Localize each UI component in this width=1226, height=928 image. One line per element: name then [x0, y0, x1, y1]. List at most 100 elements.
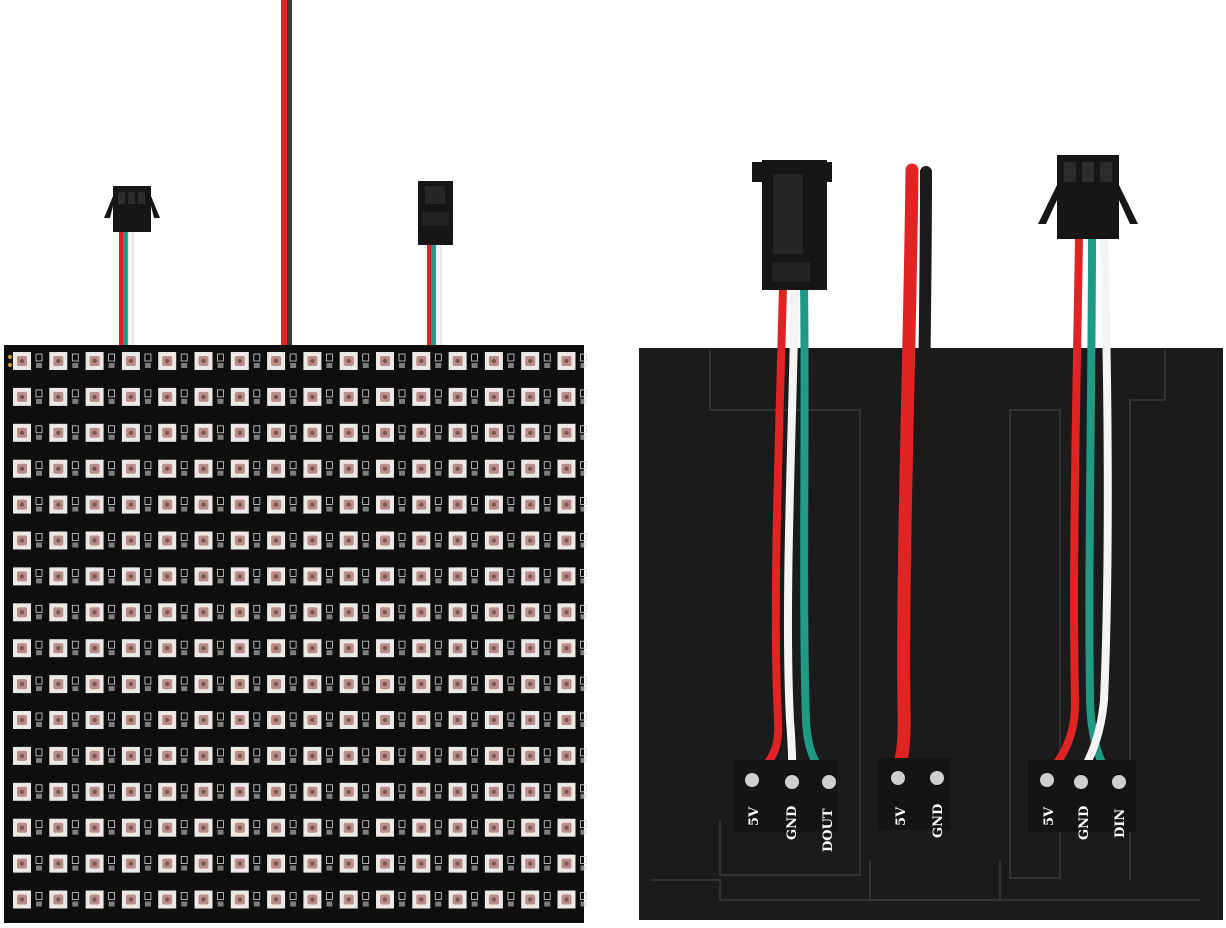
led-grid	[13, 352, 587, 909]
right-output-connector	[752, 160, 832, 290]
led-pixel	[158, 531, 188, 550]
led-pixel	[412, 818, 442, 837]
led-pixel	[85, 782, 115, 801]
led-pixel	[121, 818, 152, 837]
led-pixel	[339, 387, 370, 406]
led-pixel	[121, 603, 152, 622]
led-pixel	[448, 854, 479, 873]
led-pixel	[13, 531, 43, 550]
led-pixel	[448, 603, 479, 622]
led-pixel	[376, 711, 406, 729]
led-pixel	[339, 818, 370, 837]
board-outline	[709, 350, 861, 876]
led-pixel	[303, 567, 333, 586]
led-pixel	[557, 459, 587, 478]
led-pixel	[158, 782, 188, 801]
led-pixel	[158, 459, 188, 478]
led-pixel	[412, 387, 442, 406]
led-pixel	[85, 854, 115, 873]
led-pixel	[85, 567, 115, 586]
led-pixel	[194, 854, 224, 873]
label-din: DIN	[1113, 809, 1128, 838]
led-pixel	[521, 387, 551, 406]
led-pixel	[267, 639, 297, 658]
left-input-connector	[104, 186, 160, 232]
left-output-wire-red	[427, 240, 431, 346]
led-pixel	[267, 387, 297, 406]
label-5v-power: 5V	[894, 806, 909, 826]
led-pixel	[13, 782, 43, 801]
led-pixel	[230, 639, 261, 658]
dout-lead-wire-white	[783, 281, 799, 784]
led-pixel	[484, 675, 515, 694]
led-pixel	[158, 423, 188, 442]
led-pixel	[412, 459, 442, 478]
led-pixel	[339, 423, 370, 442]
led-pixel	[521, 531, 551, 550]
led-pixel	[49, 603, 79, 622]
led-pixel	[121, 352, 152, 370]
led-pixel	[49, 459, 79, 478]
led-pixel	[557, 639, 587, 658]
led-pixel	[521, 567, 551, 586]
led-pixel	[448, 675, 479, 694]
led-pixel	[448, 567, 479, 586]
led-pixel	[557, 890, 587, 909]
right-input-lead	[1038, 155, 1138, 782]
power-lead-wire-black	[915, 166, 942, 778]
led-pixel	[121, 890, 152, 909]
led-pixel	[303, 603, 333, 622]
led-pixel	[412, 603, 442, 622]
label-gnd-in: GND	[1077, 806, 1092, 840]
led-pixel	[376, 782, 406, 801]
led-pixel	[484, 890, 515, 909]
led-pixel	[49, 352, 79, 370]
pad-dout	[822, 775, 836, 789]
led-pixel	[339, 854, 370, 873]
led-pixel	[13, 890, 43, 909]
led-pixel	[85, 711, 115, 729]
pad-5v-in	[1040, 773, 1054, 787]
led-pixel	[230, 352, 261, 370]
led-pixel	[85, 746, 115, 765]
led-pixel	[158, 387, 188, 406]
led-pixel	[13, 711, 43, 729]
led-pixel	[267, 675, 297, 694]
led-pixel	[339, 746, 370, 765]
led-pixel	[448, 711, 479, 729]
led-pixel	[376, 675, 406, 694]
led-pixel	[194, 531, 224, 550]
led-pixel	[158, 711, 188, 729]
led-pixel	[230, 387, 261, 406]
led-pixel	[49, 567, 79, 586]
led-pixel	[85, 495, 115, 514]
led-pixel	[484, 854, 515, 873]
led-pixel	[557, 603, 587, 622]
led-pixel	[376, 746, 406, 765]
led-pixel	[448, 352, 479, 370]
led-pixel	[194, 746, 224, 765]
led-pixel	[121, 782, 152, 801]
power-pad-group	[878, 758, 950, 830]
led-pixel	[267, 782, 297, 801]
led-pixel	[85, 352, 115, 370]
pad-din	[1112, 775, 1126, 789]
led-pixel	[230, 459, 261, 478]
label-5v-in: 5V	[1042, 806, 1057, 826]
led-pixel	[49, 423, 79, 442]
pad-gnd-power	[930, 771, 944, 785]
led-pixel	[448, 531, 479, 550]
led-pixel	[412, 675, 442, 694]
led-pixel	[557, 531, 587, 550]
led-pixel	[230, 423, 261, 442]
led-pixel	[85, 387, 115, 406]
led-pixel	[49, 531, 79, 550]
led-pixel	[158, 890, 188, 909]
led-pixel	[303, 854, 333, 873]
led-pixel	[557, 567, 587, 586]
left-input-wire-green	[123, 228, 128, 346]
pad-labels: 5V GND DOUT 5V GND 5V GND DIN	[747, 804, 1128, 852]
led-pixel	[303, 387, 333, 406]
left-output-wire-white	[435, 239, 442, 347]
din-lead-wire-red	[1043, 231, 1083, 780]
